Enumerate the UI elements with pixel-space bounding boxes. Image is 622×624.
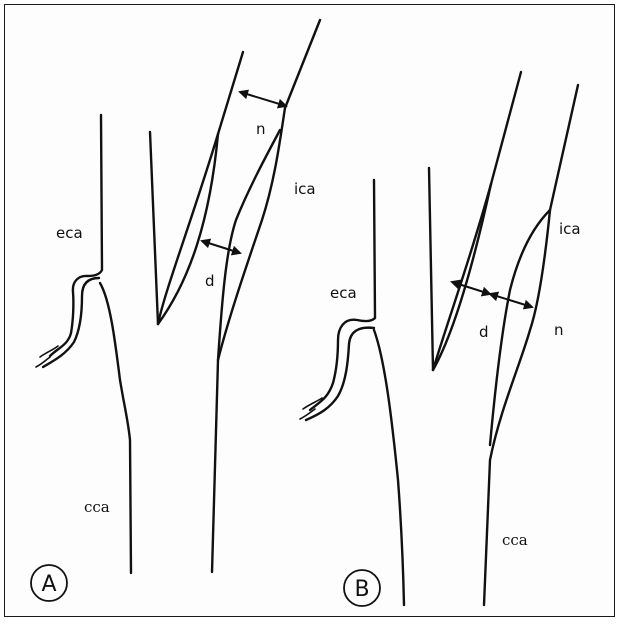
panel-a-ica-vessel	[150, 20, 320, 572]
panel-b-d-label: d	[479, 323, 489, 341]
panel-b-n-arrow	[490, 294, 532, 307]
panel-a-eca-label: eca	[56, 224, 83, 242]
panel-b-eca-label: eca	[330, 284, 357, 302]
panel-a-letter: A	[41, 572, 56, 597]
panel-a-n-label: n	[256, 120, 266, 138]
panel-b-letter: B	[354, 577, 369, 602]
panel-b-ica-label: ica	[559, 220, 581, 238]
panel-b-n-label: n	[554, 321, 564, 339]
panel-b: d n ica eca cca B	[300, 72, 581, 606]
panel-a: n d ica eca cca A	[31, 20, 320, 601]
panel-a-ica-label: ica	[294, 180, 316, 198]
panel-a-d-label: d	[205, 272, 215, 290]
panel-a-d-arrow	[202, 241, 240, 253]
panel-b-cca-wall	[374, 330, 404, 605]
panel-a-cca-wall	[100, 283, 131, 573]
panel-a-n-arrow	[240, 92, 286, 106]
panel-b-cca-label: cca	[502, 531, 528, 549]
panel-a-cca-label: cca	[84, 498, 110, 516]
